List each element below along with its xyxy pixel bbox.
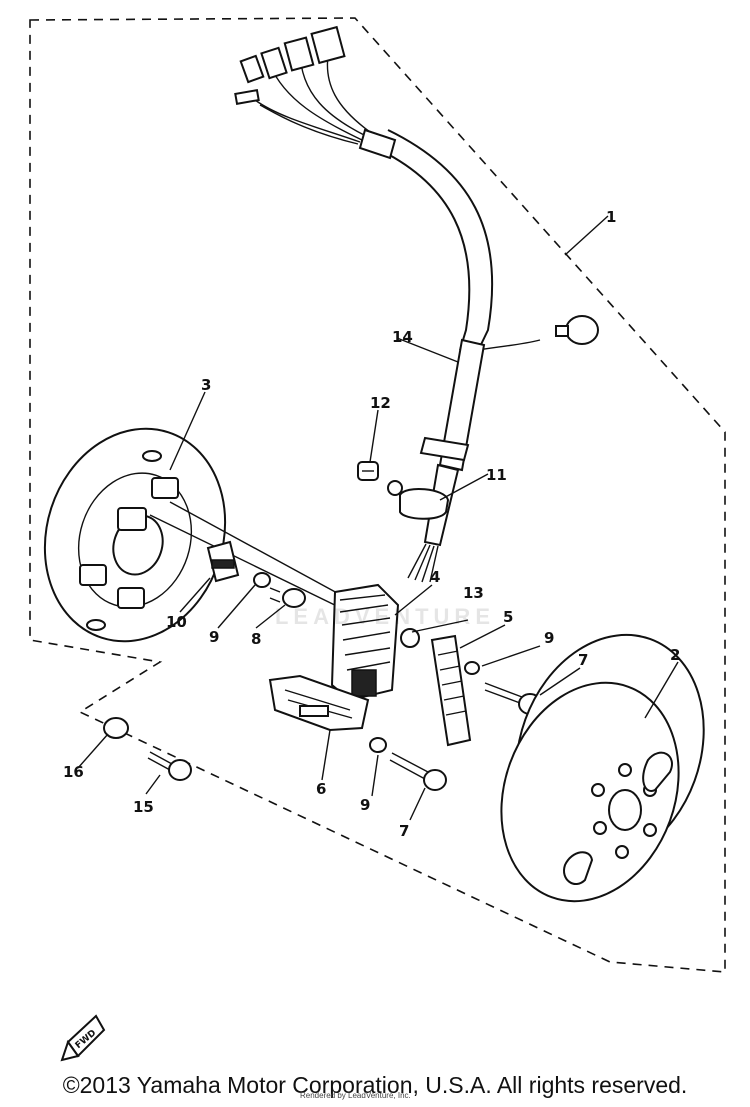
clamp-bolt	[357, 461, 379, 481]
callout-9c: 9	[360, 796, 370, 814]
bolt	[147, 751, 192, 781]
callout-4: 4	[430, 568, 440, 586]
washer	[464, 661, 480, 675]
callout-12: 12	[370, 394, 391, 412]
callout-15: 15	[133, 798, 154, 816]
watermark: LEADVENTURE	[274, 604, 495, 629]
spacer	[400, 628, 420, 648]
callout-2: 2	[670, 646, 680, 664]
harness-clamp	[387, 480, 450, 520]
callout-9b: 9	[544, 629, 554, 647]
washer	[253, 572, 271, 588]
copyright-notice: ©2013 Yamaha Motor Corporation, U.S.A. A…	[62, 1072, 688, 1098]
lighting-coil	[430, 634, 472, 747]
rendered-by-note: Rendered by LeadVenture, Inc.	[300, 1091, 411, 1100]
callout-7b: 7	[399, 822, 409, 840]
stator-base-plate	[43, 427, 351, 643]
callout-5: 5	[503, 608, 513, 626]
callout-10: 10	[166, 613, 187, 631]
callout-13: 13	[463, 584, 484, 602]
flywheel-rotor	[500, 633, 705, 903]
callout-8: 8	[251, 630, 261, 648]
callout-3: 3	[201, 376, 211, 394]
callout-6: 6	[316, 780, 326, 798]
callout-9a: 9	[209, 628, 219, 646]
callout-7a: 7	[578, 651, 588, 669]
contact-breaker	[206, 540, 240, 583]
callout-11: 11	[486, 466, 507, 484]
wire-harness	[234, 25, 599, 583]
callout-1: 1	[606, 208, 616, 226]
fwd-arrow-icon: FWD	[60, 1014, 106, 1062]
screw	[269, 587, 306, 608]
callout-16: 16	[63, 763, 84, 781]
washer	[369, 737, 387, 753]
leader-lines	[77, 215, 679, 821]
washer	[103, 717, 129, 739]
long-screw	[389, 752, 447, 791]
ignition-coil	[330, 583, 400, 702]
source-coil	[268, 674, 370, 732]
callout-14: 14	[392, 328, 413, 346]
